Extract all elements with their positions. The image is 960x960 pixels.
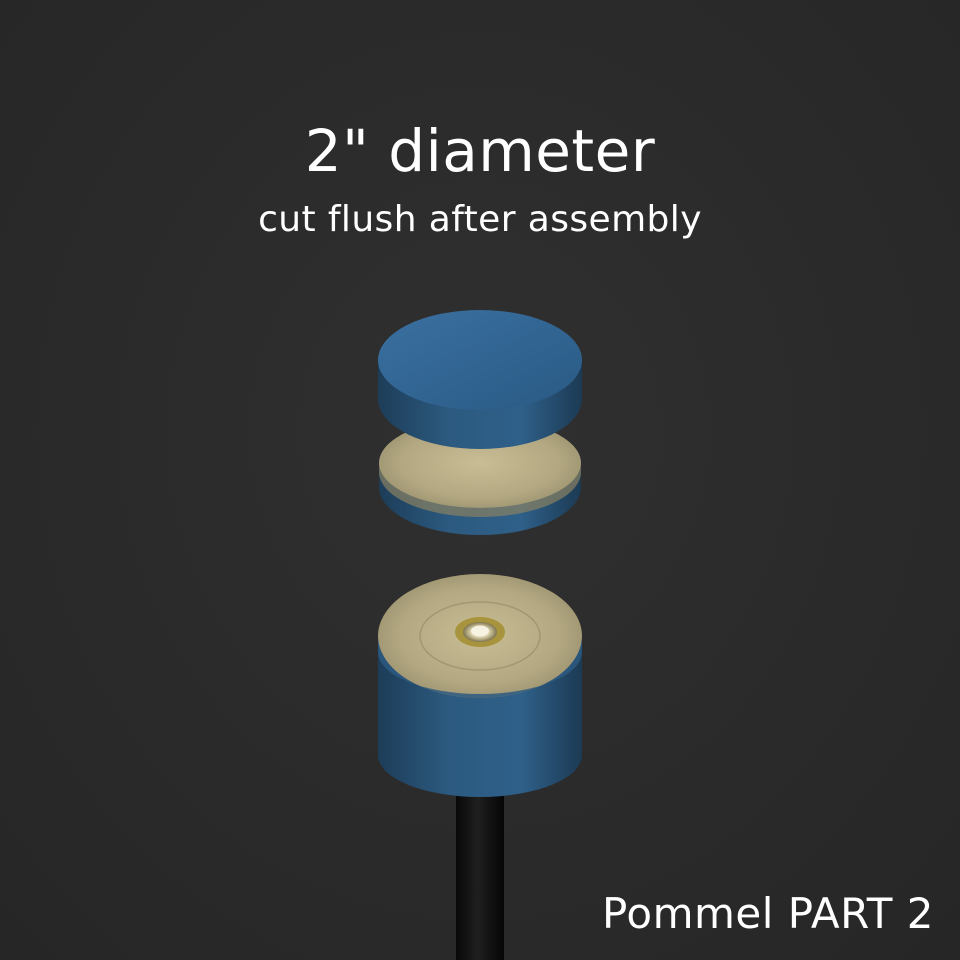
part-caption: Pommel PART 2 [602,889,934,938]
rod [456,775,504,960]
pommel-body-cylinder [378,574,582,797]
page-title: 2" diameter [304,117,656,185]
page-subtitle: cut flush after assembly [258,199,702,240]
top-cap-disc [378,310,582,449]
